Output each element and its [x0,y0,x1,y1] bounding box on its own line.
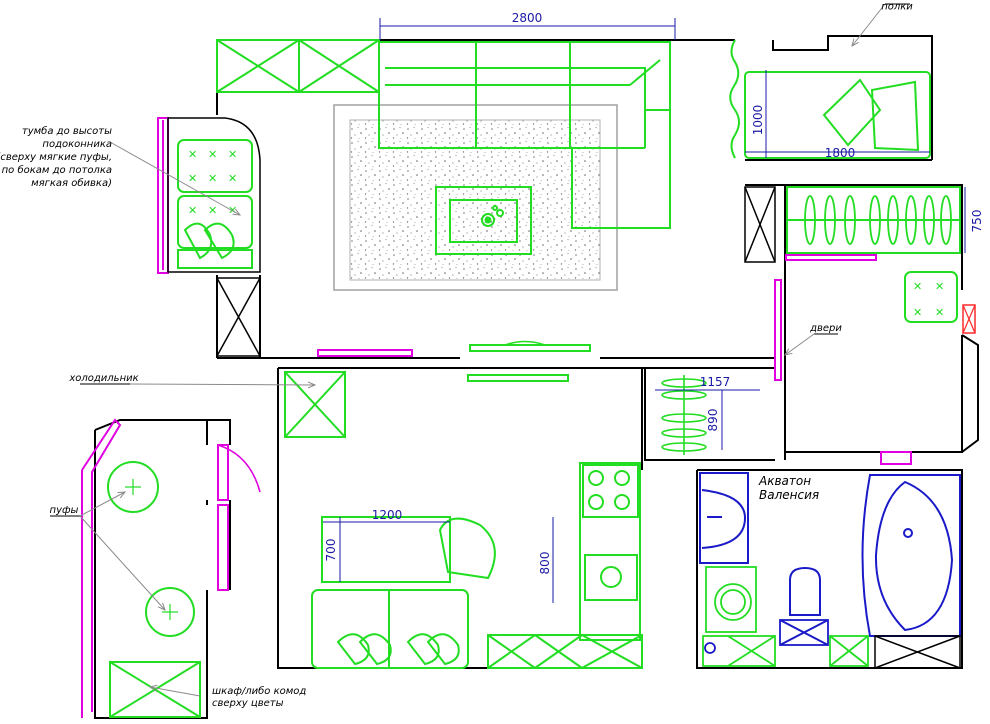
dim-bed-depth: 1000 [751,105,765,136]
label-shelves: полки [881,1,913,12]
svg-text:✕: ✕ [913,306,922,319]
dim-table-depth: 700 [324,539,338,562]
label-doors: двери [809,323,842,334]
dim-wardrobe-depth: 750 [970,210,984,233]
svg-text:✕: ✕ [208,172,217,185]
svg-text:✕: ✕ [208,204,217,217]
dim-counter-gap: 800 [538,552,552,575]
hangers [804,195,952,245]
radiator [962,304,976,334]
svg-text:✕: ✕ [228,172,237,185]
walls [94,35,979,719]
wardrobe-note: шкаф/либо комод сверху цветы [212,685,306,709]
cabinet-note: тумба до высоты подоконника (сверху мягк… [0,125,112,189]
balcony [107,444,261,718]
svg-text:✕: ✕ [188,148,197,161]
bedroom [729,39,961,323]
cabinet-note-line-2: подоконника [42,139,112,150]
dim-bed-length: 1800 [825,146,856,160]
closet [661,375,707,455]
label-poufs: пуфы [50,505,79,516]
windows [81,117,912,718]
bathroom [699,472,961,646]
dim-living-width: 2800 [512,11,543,25]
svg-text:✕: ✕ [935,280,944,293]
dimension-lines [323,18,966,603]
kitchen [284,371,643,669]
cabinet-note-line-3: (сверху мягкие пуфы, [0,152,112,163]
svg-text:✕: ✕ [935,306,944,319]
wardrobe-note-line-1: шкаф/либо комод [212,685,306,697]
washing-machine [702,566,869,667]
dim-closet-width: 1157 [700,375,731,389]
dim-table-width: 1200 [372,508,403,522]
svg-text:✕: ✕ [188,172,197,185]
bath-brand-line-1: Акватон [758,474,811,488]
svg-text:✕: ✕ [208,148,217,161]
wardrobe-note-line-2: сверху цветы [212,698,284,709]
cabinet-note-line-4: по бокам до потолка [2,164,112,176]
leader-lines [50,3,910,697]
label-fridge: холодильник [68,373,138,384]
bath-brand: Акватон Валенсия [758,474,819,502]
cabinet-note-line-1: тумба до высоты [22,125,112,137]
svg-text:✕: ✕ [913,280,922,293]
dim-closet-depth: 890 [706,409,720,432]
svg-text:✕: ✕ [188,204,197,217]
cabinet-note-line-5: мягкая обивка) [31,177,112,189]
bath-brand-line-2: Валенсия [759,488,819,502]
svg-text:✕: ✕ [228,148,237,161]
living-room: ✕ ✕ ✕ ✕ ✕ ✕ ✕ ✕ ✕ [167,39,671,357]
